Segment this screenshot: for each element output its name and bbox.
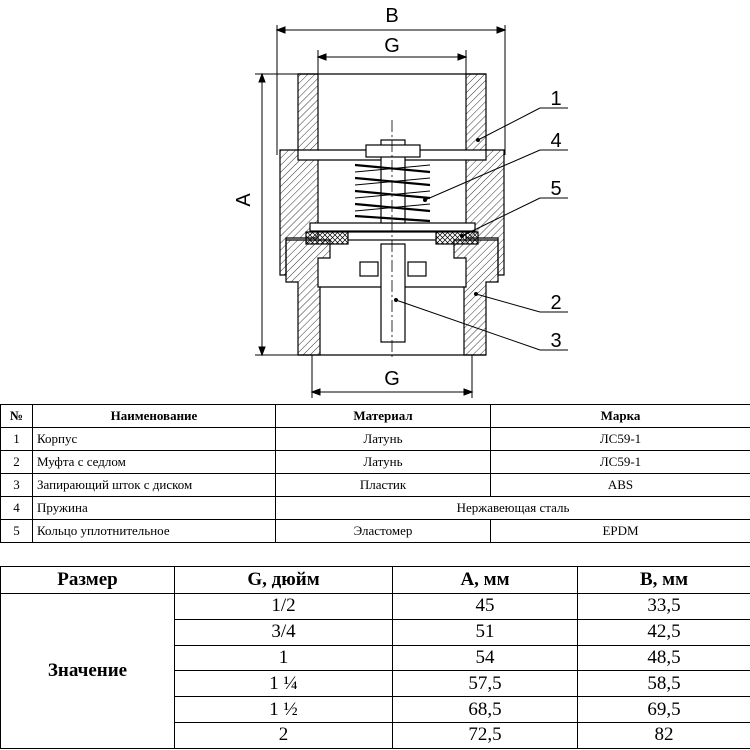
part-number: 1	[0, 427, 33, 451]
col-size: Размер	[0, 566, 175, 594]
table-row: 3/4 51 42,5	[1, 618, 750, 646]
part-material: Пластик	[275, 473, 491, 497]
part-number: 5	[0, 519, 33, 543]
col-name: Наименование	[32, 404, 276, 428]
sizes-table: Размер G, дюйм A, мм B, мм Значение 1/2 …	[0, 566, 750, 749]
table-row: 4 Пружина Нержавеющая сталь	[0, 496, 750, 520]
size-a: 68,5	[392, 696, 578, 723]
size-a: 45	[392, 593, 578, 620]
callout-3: 3	[550, 330, 561, 352]
size-g: 3/4	[174, 618, 393, 646]
dimension-b	[275, 25, 507, 155]
size-a: 57,5	[392, 670, 578, 698]
dimension-g-top	[316, 50, 468, 82]
parts-table: № Наименование Материал Марка 1 Корпус Л…	[0, 404, 750, 543]
dimension-g-top-label: G	[384, 35, 400, 57]
table-row: 2 72,5 82	[1, 721, 750, 749]
dimension-a	[255, 72, 298, 357]
parts-table-header: № Наименование Материал Марка	[0, 404, 750, 428]
size-g: 1 ¼	[174, 670, 393, 698]
size-b: 42,5	[577, 618, 750, 646]
size-g: 2	[174, 721, 393, 749]
col-a: A, мм	[392, 566, 578, 594]
part-name: Запирающий шток с диском	[32, 473, 276, 497]
part-grade: ЛС59-1	[490, 427, 750, 451]
callout-leaders	[395, 107, 568, 351]
dimension-b-label: B	[385, 5, 398, 27]
col-grade: Марка	[490, 404, 750, 428]
table-row: 3 Запирающий шток с диском Пластик ABS	[0, 473, 750, 497]
size-g: 1 ½	[174, 696, 393, 723]
sizes-table-header: Размер G, дюйм A, мм B, мм	[0, 566, 750, 594]
table-row: Значение 1/2 45 33,5	[0, 593, 750, 749]
table-row: 1 54 48,5	[1, 644, 750, 672]
col-number: №	[0, 404, 33, 428]
size-b: 48,5	[577, 644, 750, 672]
size-b: 69,5	[577, 696, 750, 723]
table-row: 5 Кольцо уплотнительное Эластомер EPDM	[0, 519, 750, 543]
size-g: 1	[174, 644, 393, 672]
size-b: 33,5	[577, 593, 750, 620]
part-material: Латунь	[275, 427, 491, 451]
size-a: 54	[392, 644, 578, 672]
valve-body	[279, 73, 505, 276]
dimension-g-bottom-label: G	[384, 368, 400, 390]
part-material-merged: Нержавеющая сталь	[275, 496, 750, 520]
callout-5: 5	[550, 178, 561, 200]
size-a: 51	[392, 618, 578, 646]
col-material: Материал	[275, 404, 491, 428]
size-g: 1/2	[174, 593, 393, 620]
row-label-value: Значение	[0, 593, 175, 749]
part-material: Эластомер	[275, 519, 491, 543]
part-number: 3	[0, 473, 33, 497]
table-row: 2 Муфта с седлом Латунь ЛС59-1	[0, 450, 750, 474]
part-grade: EPDM	[490, 519, 750, 543]
table-row: 1 ½ 68,5 69,5	[1, 696, 750, 723]
table-row: 1 Корпус Латунь ЛС59-1	[0, 427, 750, 451]
callout-2: 2	[550, 292, 561, 314]
part-grade: ЛС59-1	[490, 450, 750, 474]
part-number: 4	[0, 496, 33, 520]
col-b: B, мм	[577, 566, 750, 594]
part-name: Муфта с седлом	[32, 450, 276, 474]
size-a: 72,5	[392, 721, 578, 749]
spring	[354, 163, 431, 223]
dimension-g-bottom	[310, 355, 474, 398]
part-name: Корпус	[32, 427, 276, 451]
valve-cross-section-drawing: B G A G	[233, 5, 568, 398]
part-material: Латунь	[275, 450, 491, 474]
size-b: 82	[577, 721, 750, 749]
part-name: Кольцо уплотнительное	[32, 519, 276, 543]
part-number: 2	[0, 450, 33, 474]
dimension-a-label: A	[233, 193, 255, 207]
callout-4: 4	[550, 130, 561, 152]
col-g: G, дюйм	[174, 566, 393, 594]
callout-1: 1	[550, 88, 561, 110]
part-name: Пружина	[32, 496, 276, 520]
part-grade: ABS	[490, 473, 750, 497]
table-row: 1 ¼ 57,5 58,5	[1, 670, 750, 698]
size-b: 58,5	[577, 670, 750, 698]
